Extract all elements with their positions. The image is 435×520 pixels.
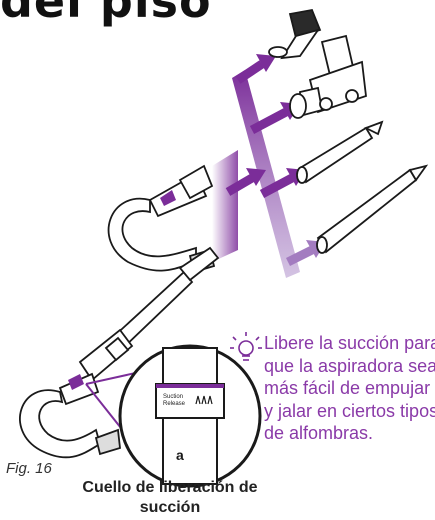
caption-line: Cuello de liberación de: [82, 479, 258, 496]
collar-text-line-2: Release: [163, 401, 186, 407]
wand-with-hose: [19, 246, 220, 459]
caption-line: succión: [139, 499, 201, 516]
tip-line: más fácil de empujar: [264, 378, 431, 398]
lightbulb-icon: [230, 332, 262, 361]
section-heading: del piso: [0, 0, 212, 28]
dusting-brush-attachment: [268, 8, 322, 60]
suction-release-callout: [85, 344, 262, 488]
collar-text-line-1: Suction: [163, 394, 184, 400]
tip-line: Libere la succión para: [264, 333, 435, 353]
callout-label: a: [176, 447, 184, 463]
crevice-tool-attachment: [296, 120, 384, 184]
tip-line: y jalar en ciertos tipos: [264, 400, 435, 421]
turbo-brush-attachment: [289, 34, 367, 119]
figure-label: Fig. 16: [6, 460, 52, 477]
extension-wand-attachment: [316, 164, 429, 254]
tip-line: de alfombras.: [264, 423, 374, 443]
tip-line: que la aspiradora sea: [264, 355, 435, 376]
figure-caption: Cuello de liberación de succión: [60, 478, 280, 518]
tip-text: Libere la succión para que la aspiradora…: [264, 332, 435, 445]
